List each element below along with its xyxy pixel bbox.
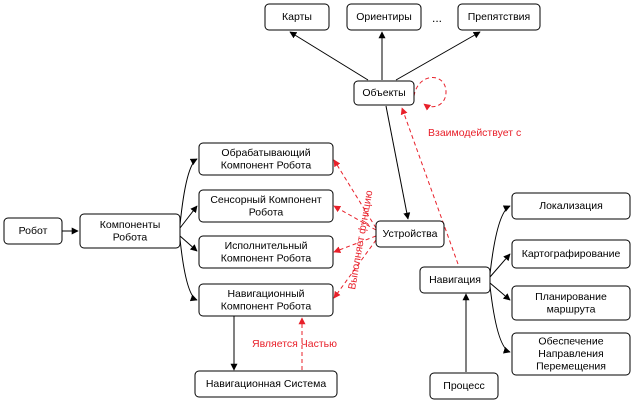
edge-components-processing [179,158,198,226]
obstacles-label-line-1: Препятствия [468,11,530,23]
navcomp-label-line-1: Навигационный [227,288,304,300]
node-process: Процесс [429,372,499,400]
ellipsis-more: ... [432,11,442,25]
label-part-of: Является Частью [252,338,337,350]
objects-label-line-1: Объекты [362,87,405,99]
edge-navigation-mapping [489,253,511,278]
navsystem-label-line-1: Навигационная Система [206,378,327,390]
node-mapping: Картографирование [511,239,631,269]
edge-devices-executive [333,235,377,254]
edge-components-navcomp [179,238,198,302]
node-devices: Устройства [375,220,445,248]
edge-navigation-planning [489,282,511,301]
black-edges [62,31,511,372]
node-obstacles-label: Препятствия [468,11,530,23]
edge-objects-devices [385,105,411,220]
node-devices-label: Устройства [383,228,438,240]
node-navsystem-label: Навигационная Система [206,378,327,390]
process-label-line-1: Процесс [443,380,484,392]
edge-components-sensor [179,205,198,229]
processing-label-line-2: Компонент Робота [221,159,312,171]
edge-devices-processing [333,159,377,229]
node-localization-label: Локализация [539,200,603,212]
components-label-line-1: Компоненты [100,219,161,231]
edge-objects-obstacles [395,31,481,81]
node-orientirs-label: Ориентиры [356,11,412,23]
edge-navigation-localization [489,205,511,275]
executive-label-line-1: Исполнительный [225,240,308,252]
label-interacts: Взаимодействует с [428,127,521,139]
edge-objects-self-loop [413,77,447,111]
node-objects: Объекты [353,80,415,106]
movement-label-line-1: Обеспечение [538,336,603,348]
planning-label-line-1: Планирование [535,291,607,303]
localization-label-line-1: Локализация [539,200,603,212]
navcomp-label-line-2: Компонент Робота [221,300,312,312]
mapping-label-line-1: Картографирование [522,248,621,260]
node-navsystem: Навигационная Система [194,370,338,398]
node-navigation: Навигация [419,266,491,294]
navigation-label-line-1: Навигация [429,274,481,286]
node-obstacles: Препятствия [457,3,541,31]
red-edges [298,77,459,370]
sensor-label-line-1: Сенсорный Компонент [210,194,322,206]
robot-label-line-1: Робот [19,225,48,237]
sensor-label-line-2: Робота [249,206,284,218]
node-robot-label: Робот [19,225,48,237]
edge-devices-navcomp [333,239,377,299]
movement-label-line-2: Направления [538,348,603,360]
maps-label-line-1: Карты [282,11,312,23]
node-maps: Карты [264,3,330,31]
node-navigation-label: Навигация [429,274,481,286]
devices-label-line-1: Устройства [383,228,438,240]
edge-navigation-movement [489,285,511,354]
movement-label-line-3: Перемещения [536,361,606,373]
node-mapping-label: Картографирование [522,248,621,260]
node-maps-label: Карты [282,11,312,23]
processing-label-line-1: Обрабатывающий [221,147,310,159]
planning-label-line-2: маршрута [547,303,596,315]
edge-components-executive [179,235,198,252]
node-orientirs: Ориентиры [346,3,422,31]
node-objects-label: Объекты [362,87,405,99]
node-process-label: Процесс [443,380,484,392]
edge-devices-sensor [333,205,377,231]
node-robot: Робот [3,217,63,245]
executive-label-line-2: Компонент Робота [221,252,312,264]
node-localization: Локализация [511,192,631,220]
edge-objects-maps [289,31,369,81]
label-performs: Выполняет функцию [346,189,375,290]
orientirs-label-line-1: Ориентиры [356,11,412,23]
components-label-line-2: Робота [113,231,148,243]
